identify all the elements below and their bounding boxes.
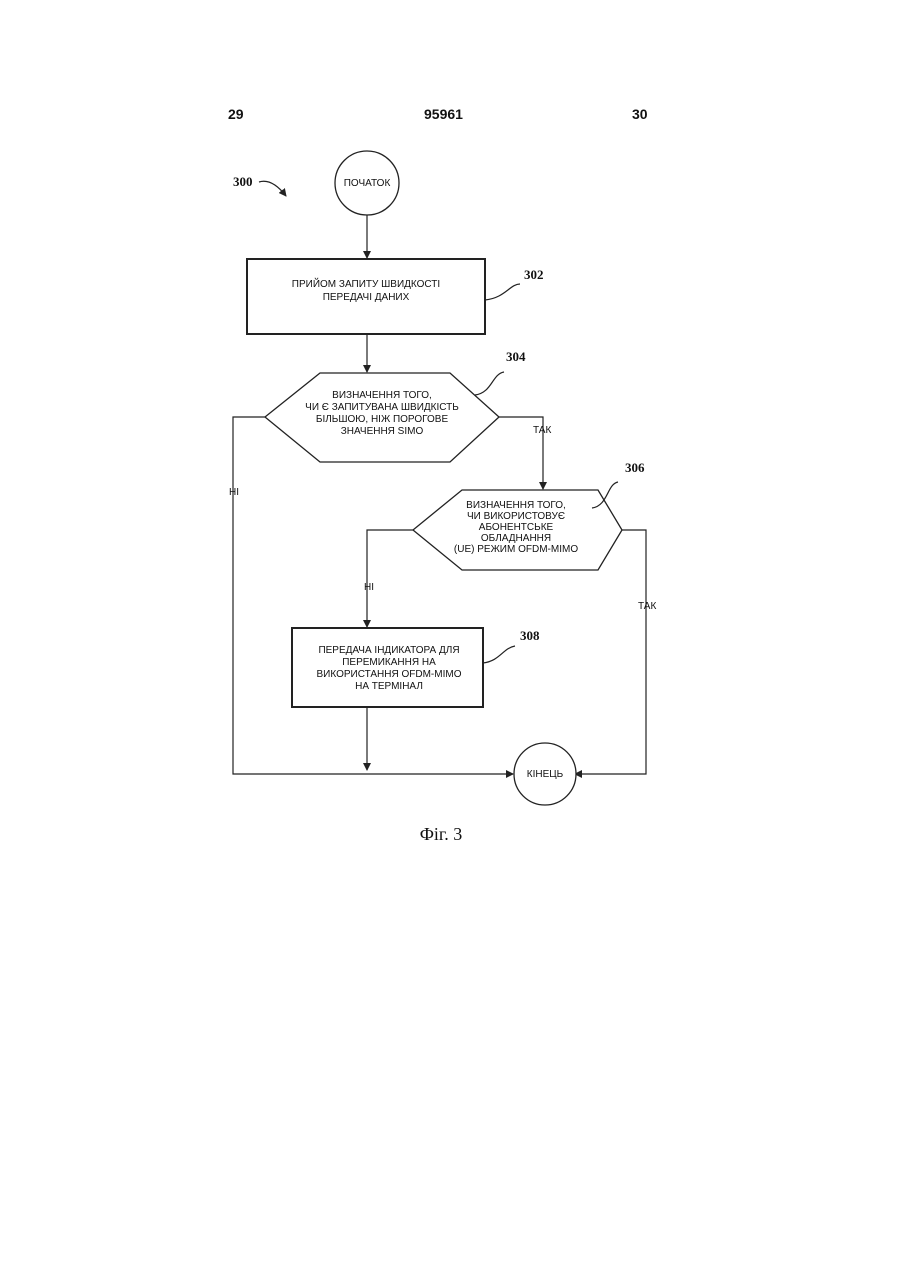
figure-ref-300: 300 bbox=[233, 174, 253, 189]
step-308-line-4: НА ТЕРМІНАЛ bbox=[355, 681, 423, 692]
step-308-line-3: ВИКОРИСТАННЯ OFDM-MIMO bbox=[317, 669, 462, 680]
step-308-ref: 308 bbox=[520, 628, 540, 643]
step-304-line-2: ЧИ Є ЗАПИТУВАНА ШВИДКІСТЬ bbox=[305, 402, 459, 413]
step-302-ref: 302 bbox=[524, 267, 544, 282]
edge-304-yes-label: ТАК bbox=[533, 425, 551, 436]
step-302-line-2: ПЕРЕДАЧІ ДАНИХ bbox=[323, 292, 410, 303]
step-306-line-3: АБОНЕНТСЬКЕ bbox=[479, 522, 554, 533]
step-308-leader bbox=[483, 646, 515, 663]
step-304-leader bbox=[475, 372, 504, 395]
edge-304-no bbox=[233, 417, 513, 774]
start-label: ПОЧАТОК bbox=[344, 178, 391, 189]
step-304-line-4: ЗНАЧЕННЯ SIMO bbox=[341, 426, 424, 437]
step-306-ref: 306 bbox=[625, 460, 645, 475]
step-306-line-5: (UE) РЕЖИМ OFDM-MIMO bbox=[454, 544, 578, 555]
step-302-line-1: ПРИЙОМ ЗАПИТУ ШВИДКОСТІ bbox=[292, 277, 440, 290]
edge-306-yes-label: ТАК bbox=[638, 601, 656, 612]
step-304-ref: 304 bbox=[506, 349, 526, 364]
figure-caption: Фіг. 3 bbox=[420, 824, 463, 844]
edge-306-no bbox=[367, 530, 413, 627]
step-304-line-3: БІЛЬШОЮ, НІЖ ПОРОГОВЕ bbox=[316, 414, 449, 425]
step-306-line-4: ОБЛАДНАННЯ bbox=[481, 533, 551, 544]
figure-ref-arrow bbox=[259, 181, 286, 196]
step-304-line-1: ВИЗНАЧЕННЯ ТОГО, bbox=[332, 390, 432, 401]
step-308-line-1: ПЕРЕДАЧА ІНДИКАТОРА ДЛЯ bbox=[318, 645, 459, 656]
edge-304-no-label: НІ bbox=[229, 487, 239, 498]
step-306-line-1: ВИЗНАЧЕННЯ ТОГО, bbox=[466, 500, 566, 511]
step-302-leader bbox=[485, 284, 520, 300]
step-308-line-2: ПЕРЕМИКАННЯ НА bbox=[342, 657, 436, 668]
edge-306-no-label: НІ bbox=[364, 582, 374, 593]
end-label: КІНЕЦЬ bbox=[527, 769, 564, 780]
step-306-line-2: ЧИ ВИКОРИСТОВУЄ bbox=[467, 511, 565, 522]
